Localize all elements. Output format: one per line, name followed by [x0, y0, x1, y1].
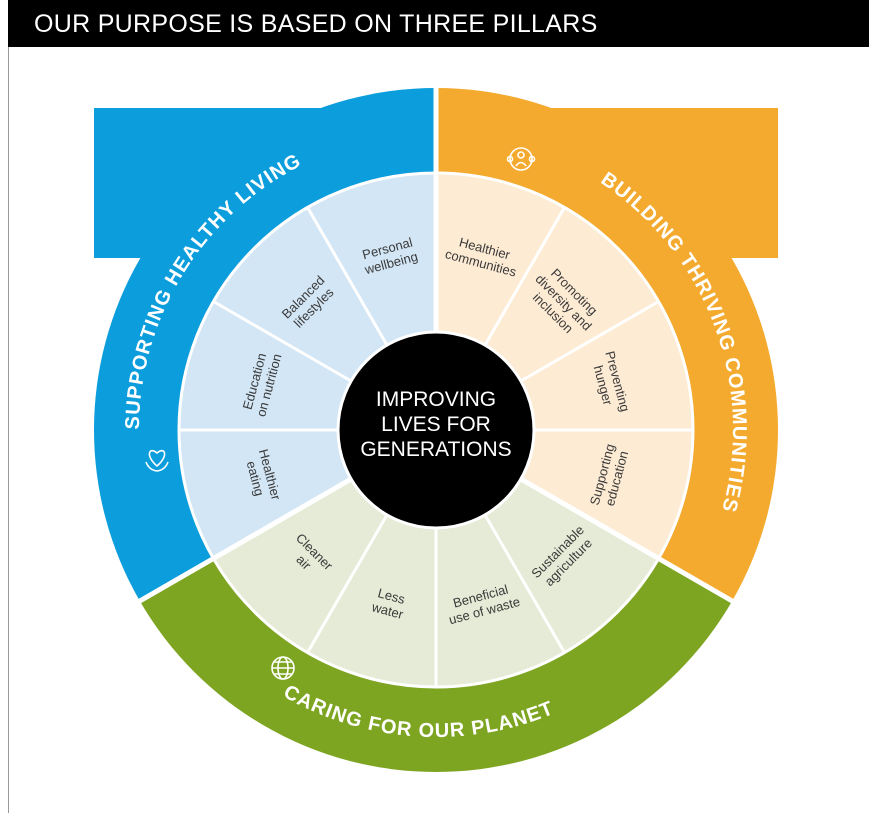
thriving-pillar-band — [436, 88, 778, 601]
planet-segment-1 — [307, 514, 436, 687]
segment-label-line: Less — [376, 585, 407, 607]
segment-divider — [306, 514, 389, 654]
thriving-segment-0 — [436, 173, 565, 346]
healthy-segment-1 — [213, 207, 387, 381]
thriving-segment-1 — [485, 207, 659, 381]
community-icon — [506, 147, 536, 171]
page-title: OUR PURPOSE IS BASED ON THREE PILLARS — [34, 10, 598, 38]
healthy-segment-0 — [307, 173, 436, 346]
planet-pillar-band — [139, 558, 733, 772]
segment-divider — [483, 206, 566, 346]
healthy-pillar-band — [93, 88, 436, 601]
globe-icon — [271, 656, 295, 680]
center-label-line: GENERATIONS — [360, 438, 511, 461]
inner-ring — [177, 171, 695, 689]
page-header: OUR PURPOSE IS BASED ON THREE PILLARS — [8, 0, 869, 47]
segment-divider — [520, 300, 660, 383]
pillar-divider — [519, 476, 736, 605]
heart-hand-icon — [145, 449, 169, 472]
planet-segment-2 — [436, 514, 565, 687]
thriving-segment-2 — [520, 301, 693, 430]
healthy-segment-3 — [179, 430, 352, 559]
segment-divider — [212, 300, 352, 383]
planet-segment-0 — [213, 479, 387, 653]
pillar-divider — [136, 476, 353, 605]
healthy-segment-2 — [179, 301, 352, 430]
segment-divider — [306, 206, 389, 346]
center-label-line: IMPROVING — [376, 388, 496, 411]
frame-border — [8, 47, 9, 813]
thriving-segment-3 — [520, 430, 693, 559]
center-circle — [336, 330, 536, 530]
segment-divider — [483, 514, 566, 654]
center-label-line: LIVES FOR — [381, 413, 491, 436]
planet-segment-3 — [485, 479, 659, 653]
